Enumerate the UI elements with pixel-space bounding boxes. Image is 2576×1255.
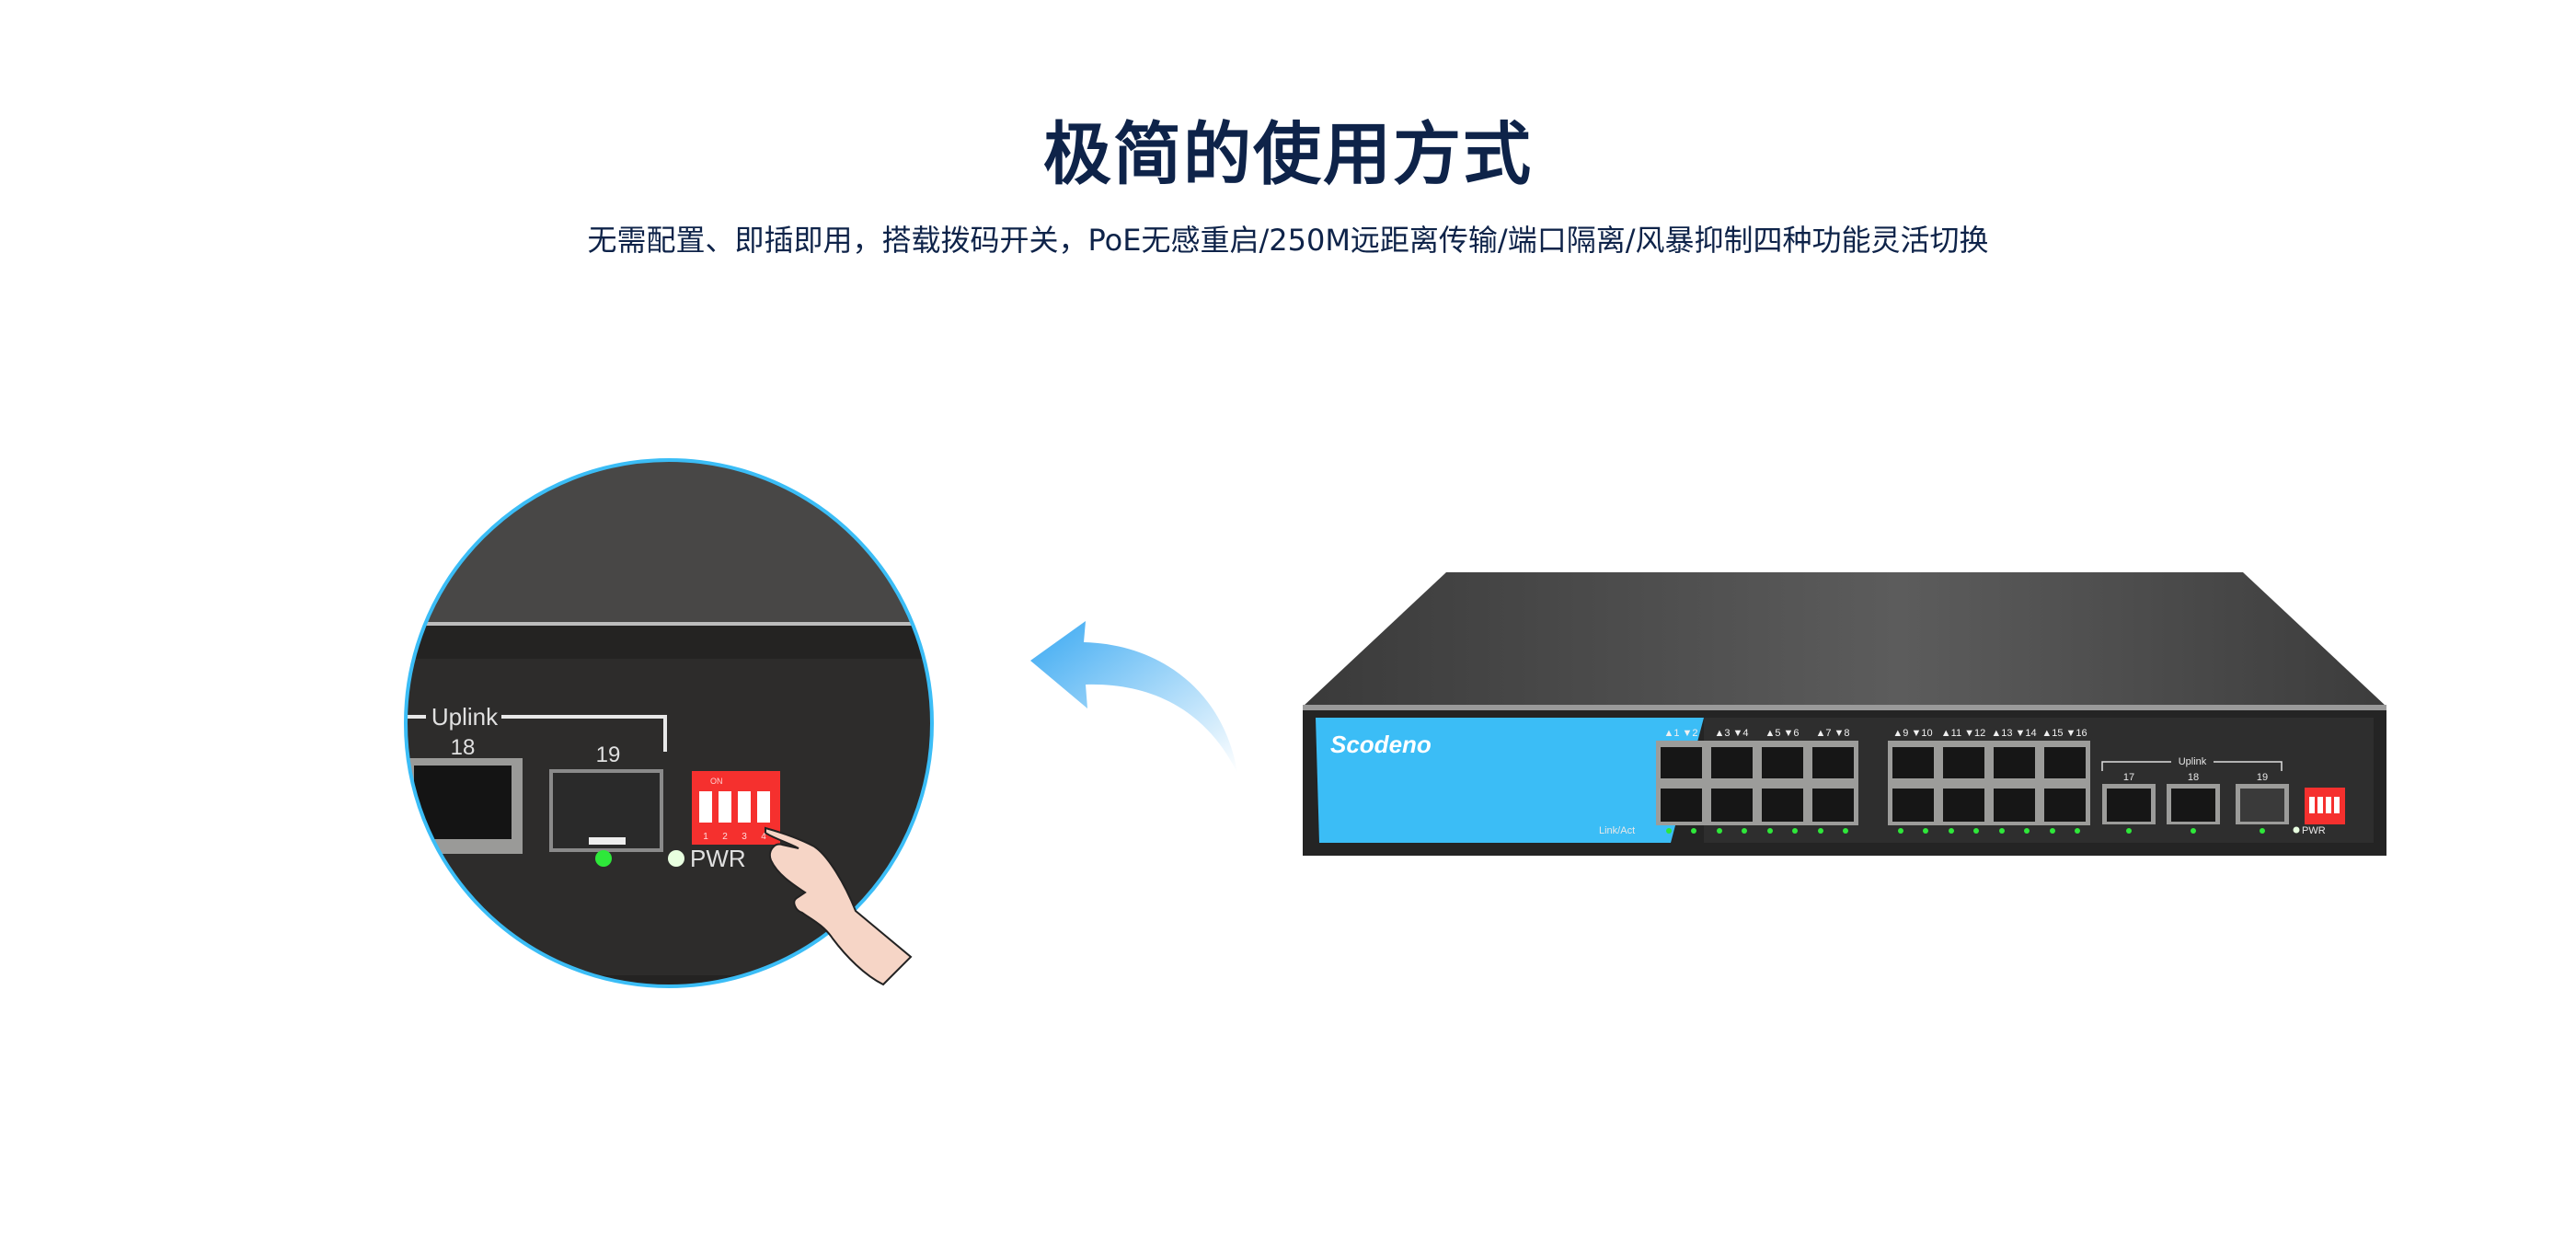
port-pair-label: ▲3 ▼4: [1714, 728, 1748, 739]
zoom-dip-toggle[interactable]: [738, 791, 751, 823]
pointing-arrow-icon: [1030, 621, 1237, 773]
port-pair-label: ▲9 ▼10: [1892, 728, 1932, 739]
port-led: [1742, 828, 1747, 834]
port-led: [1767, 828, 1773, 834]
zoom-sfp-port-19: [549, 769, 663, 852]
port-led: [2024, 828, 2030, 834]
switch-blue-panel: [1316, 718, 1704, 843]
port-led: [1818, 828, 1823, 834]
port-pair-label: ▲5 ▼6: [1765, 728, 1799, 739]
port-led: [1843, 828, 1848, 834]
dip-toggle[interactable]: [2317, 797, 2323, 813]
port-pair-label: ▲15 ▼16: [2041, 728, 2087, 739]
port-pair-label: ▲13 ▼14: [1991, 728, 2036, 739]
rj45-port: [1812, 747, 1854, 778]
zoom-pwr-label: PWR: [690, 845, 746, 872]
zoom-port-18-label: 18: [451, 735, 476, 760]
port-led: [2075, 828, 2080, 834]
zoom-uplink-label: Uplink: [431, 703, 499, 731]
svg-text:ON: ON: [710, 777, 723, 786]
port-led: [1949, 828, 1954, 834]
port-led: [1973, 828, 1979, 834]
link-act-label: Link/Act: [1599, 825, 1635, 836]
pwr-label: PWR: [2302, 825, 2326, 836]
rj45-port: [1892, 789, 1934, 822]
rj45-port: [1661, 747, 1702, 778]
port-led: [2050, 828, 2055, 834]
port-pair-label: ▲11 ▼12: [1941, 728, 1986, 739]
uplink-led: [2191, 828, 2196, 834]
zoom-dip-switch[interactable]: ON 1 2 3 4: [692, 771, 780, 845]
port-pair-label: ▲7 ▼8: [1815, 728, 1849, 739]
rj45-port: [1994, 747, 2035, 778]
rj45-port: [1711, 789, 1753, 822]
uplink-port-slot: [2107, 789, 2151, 822]
uplink-label: Uplink: [2179, 756, 2207, 767]
port-led: [1898, 828, 1903, 834]
rj45-port: [1892, 747, 1934, 778]
page-subtitle: 无需配置、即插即用，搭载拨码开关，PoE无感重启/250M远距离传输/端口隔离/…: [587, 223, 1989, 258]
poe-switch-device: Scodeno ▲1 ▼2 ▲3 ▼4 ▲5 ▼6 ▲7 ▼8 ▲9 ▼10 ▲11 ▼1…: [1303, 572, 2386, 856]
port-led: [1691, 828, 1696, 834]
zoom-pwr-led: [668, 850, 684, 867]
zoom-port-19-led: [595, 850, 612, 867]
uplink-port-slot: [2171, 789, 2215, 822]
port-led: [1923, 828, 1928, 834]
uplink-port-slot: [2240, 789, 2284, 822]
dip-toggle[interactable]: [2309, 797, 2315, 813]
rj45-port: [1994, 789, 2035, 822]
port-pair-label: ▲1 ▼2: [1663, 728, 1697, 739]
rj45-port: [1762, 747, 1803, 778]
uplink-port-19-label: 19: [2257, 772, 2268, 783]
uplink-port-17-label: 17: [2123, 772, 2134, 783]
hand-pointer-icon: [765, 826, 913, 986]
port-led: [1717, 828, 1722, 834]
pwr-led: [2293, 826, 2300, 834]
uplink-port-18-label: 18: [2188, 772, 2199, 783]
dip-toggle[interactable]: [2326, 797, 2331, 813]
brand-logo: Scodeno: [1330, 731, 1432, 758]
rj45-port: [1711, 747, 1753, 778]
uplink-led: [2260, 828, 2265, 834]
rj45-port: [2044, 747, 2086, 778]
port-led: [1999, 828, 2005, 834]
port-led: [1666, 828, 1672, 834]
switch-top-cover: [1303, 572, 2386, 707]
rj45-port: [2044, 789, 2086, 822]
rj45-port: [1943, 747, 1984, 778]
dip-toggle[interactable]: [2334, 797, 2340, 813]
zoom-dip-number: 2: [722, 832, 728, 842]
rj45-port: [1812, 789, 1854, 822]
zoom-rj45-port-18: [406, 758, 523, 854]
zoom-detail-circle: Uplink 18 19 PWR ON 1 2 3 4: [404, 458, 934, 988]
zoom-dip-number: 1: [703, 832, 708, 842]
rj45-port: [1762, 789, 1803, 822]
zoom-dip-toggle[interactable]: [719, 791, 731, 823]
zoom-dip-toggle[interactable]: [757, 791, 770, 823]
rj45-port: [1943, 789, 1984, 822]
zoom-dip-number: 4: [761, 832, 766, 842]
page-title: 极简的使用方式: [1043, 115, 1533, 194]
uplink-led: [2126, 828, 2132, 834]
port-led: [1792, 828, 1798, 834]
zoom-port-19-label: 19: [596, 743, 621, 767]
rj45-port: [1661, 789, 1702, 822]
zoom-dip-number: 3: [742, 832, 747, 842]
zoom-dip-toggle[interactable]: [699, 791, 712, 823]
